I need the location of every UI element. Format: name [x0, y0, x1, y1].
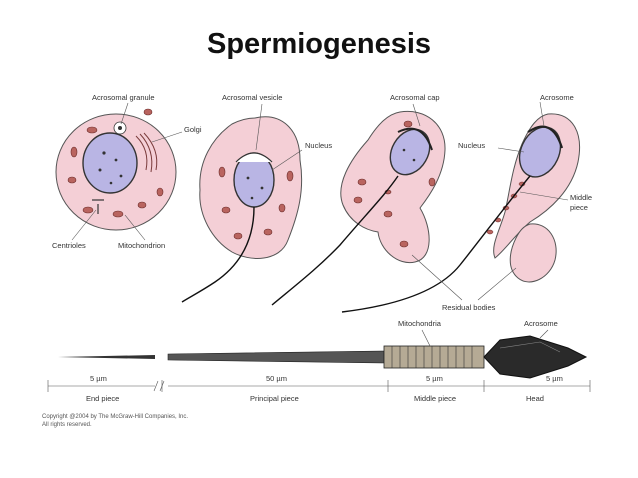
- acrosome: [527, 125, 564, 149]
- label-acrosome-top: Acrosome: [540, 93, 574, 102]
- label-acrosomal-cap: Acrosomal cap: [390, 93, 440, 102]
- mature-spermatozoon: [58, 329, 588, 379]
- chromatin: [98, 151, 123, 185]
- scale-middle-size: 5 µm: [426, 374, 443, 383]
- scale-end-size: 5 µm: [90, 374, 107, 383]
- label-acrosome-bottom: Acrosome: [524, 319, 558, 328]
- scale-head: Head: [526, 394, 544, 403]
- mitochondrial-sheath: [391, 346, 473, 368]
- scale-principal-piece: Principal piece: [250, 394, 299, 403]
- stage-1-spermatid: [55, 102, 183, 241]
- page-title: Spermiogenesis: [206, 28, 432, 60]
- stage-4-spermatid: [341, 101, 580, 313]
- mitochondria-group: [67, 108, 164, 218]
- mitochondria-group: [218, 166, 294, 240]
- head: [483, 335, 588, 379]
- scale-bar: [47, 380, 591, 392]
- nucleus: [389, 128, 431, 176]
- acrosomal-cap: [397, 127, 433, 151]
- middle-piece: [383, 345, 485, 369]
- golgi: [135, 132, 158, 173]
- label-mitochondrion: Mitochondrion: [118, 241, 165, 250]
- scale-principal-size: 50 µm: [266, 374, 287, 383]
- stage-3-spermatid: [271, 103, 446, 306]
- scale-end-piece: End piece: [86, 394, 119, 403]
- acrosomal-vesicle: [235, 152, 273, 163]
- residual-body: [509, 223, 557, 283]
- label-residual-bodies: Residual bodies: [442, 303, 496, 312]
- label-acrosomal-granule: Acrosomal granule: [92, 93, 155, 102]
- label-mitochondria: Mitochondria: [398, 319, 442, 328]
- nucleus: [82, 132, 138, 194]
- stage-2-spermatid: [181, 103, 303, 303]
- flagellum: [341, 175, 531, 313]
- copyright-line-2: All rights reserved.: [42, 422, 92, 428]
- cell-body: [340, 110, 446, 264]
- label-middle-piece-2: piece: [570, 203, 588, 212]
- label-middle-piece-1: Middle: [570, 193, 592, 202]
- flagellum: [271, 175, 399, 306]
- label-golgi: Golgi: [184, 125, 202, 134]
- centrioles: [92, 199, 104, 214]
- mitochondria-group: [353, 120, 436, 248]
- label-acrosomal-vesicle: Acrosomal vesicle: [222, 93, 282, 102]
- scale-middle-piece: Middle piece: [414, 394, 456, 403]
- label-nucleus-2: Nucleus: [458, 141, 485, 150]
- copyright-line-1: Copyright @2004 by The McGraw-Hill Compa…: [42, 414, 188, 420]
- label-centrioles: Centrioles: [52, 241, 86, 250]
- scale-head-size: 5 µm: [546, 374, 563, 383]
- label-nucleus-1: Nucleus: [305, 141, 332, 150]
- flagellum: [181, 206, 255, 303]
- end-piece: [58, 355, 155, 359]
- principal-piece: [167, 350, 385, 364]
